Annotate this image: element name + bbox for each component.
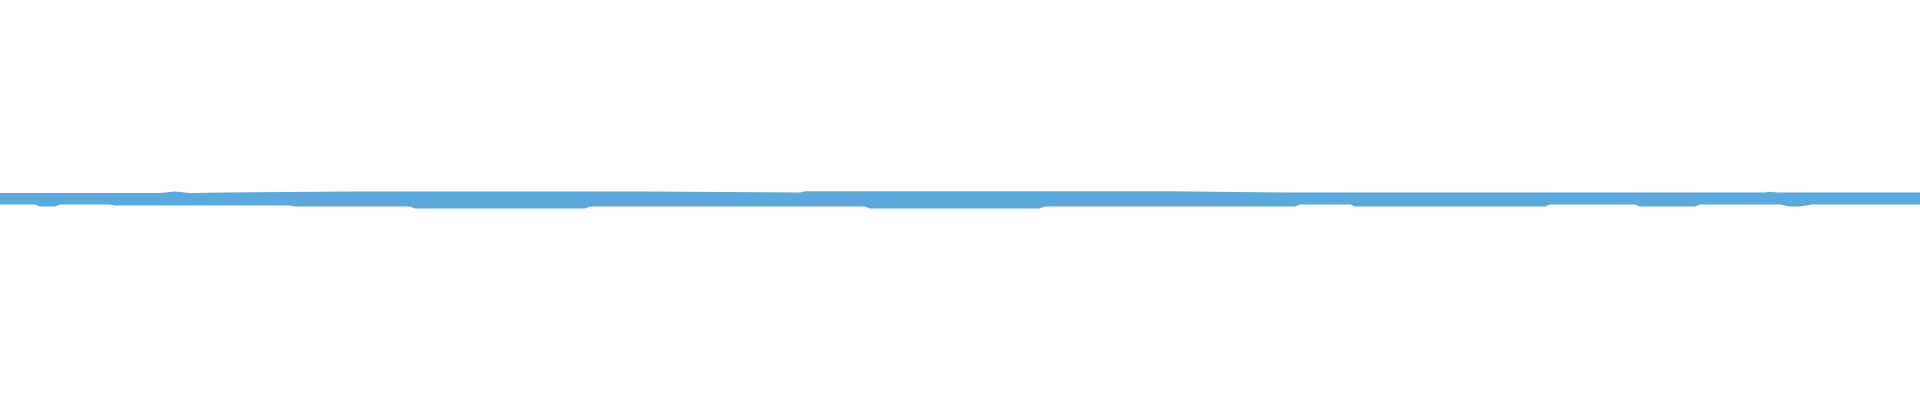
brush-stroke-line [0, 191, 1920, 209]
